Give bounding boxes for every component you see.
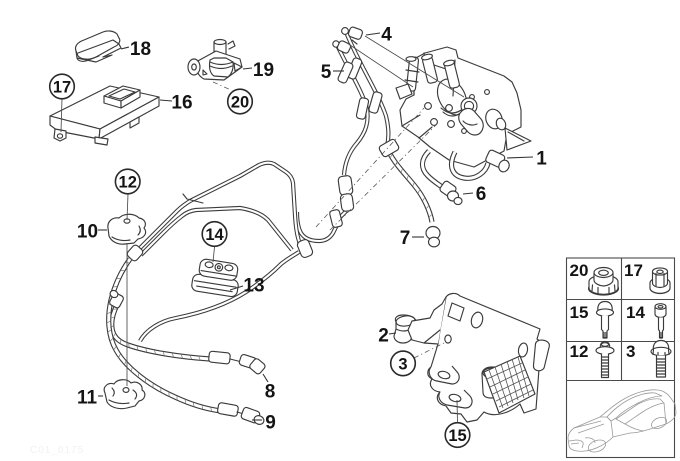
svg-text:6: 6 xyxy=(476,184,487,205)
svg-text:10: 10 xyxy=(77,222,98,243)
svg-text:C01_0175: C01_0175 xyxy=(30,445,84,456)
svg-text:14: 14 xyxy=(626,303,645,322)
svg-text:20: 20 xyxy=(231,94,249,112)
svg-text:18: 18 xyxy=(130,39,151,60)
svg-text:12: 12 xyxy=(570,342,589,361)
svg-text:19: 19 xyxy=(253,60,274,81)
svg-text:3: 3 xyxy=(626,342,635,361)
svg-text:15: 15 xyxy=(570,303,589,322)
svg-text:11: 11 xyxy=(77,388,98,409)
svg-text:2: 2 xyxy=(378,326,389,347)
svg-text:9: 9 xyxy=(265,413,276,434)
svg-text:12: 12 xyxy=(119,174,137,192)
svg-text:14: 14 xyxy=(205,226,224,244)
svg-text:15: 15 xyxy=(448,427,466,445)
svg-text:3: 3 xyxy=(398,355,407,373)
svg-text:13: 13 xyxy=(243,276,264,297)
svg-text:20: 20 xyxy=(570,261,589,280)
svg-text:7: 7 xyxy=(400,228,411,249)
svg-text:4: 4 xyxy=(381,25,392,46)
svg-text:5: 5 xyxy=(321,62,332,83)
svg-text:8: 8 xyxy=(265,382,276,403)
svg-text:16: 16 xyxy=(171,93,192,114)
svg-text:1: 1 xyxy=(536,149,547,170)
svg-text:17: 17 xyxy=(53,79,71,97)
svg-text:17: 17 xyxy=(624,261,643,280)
